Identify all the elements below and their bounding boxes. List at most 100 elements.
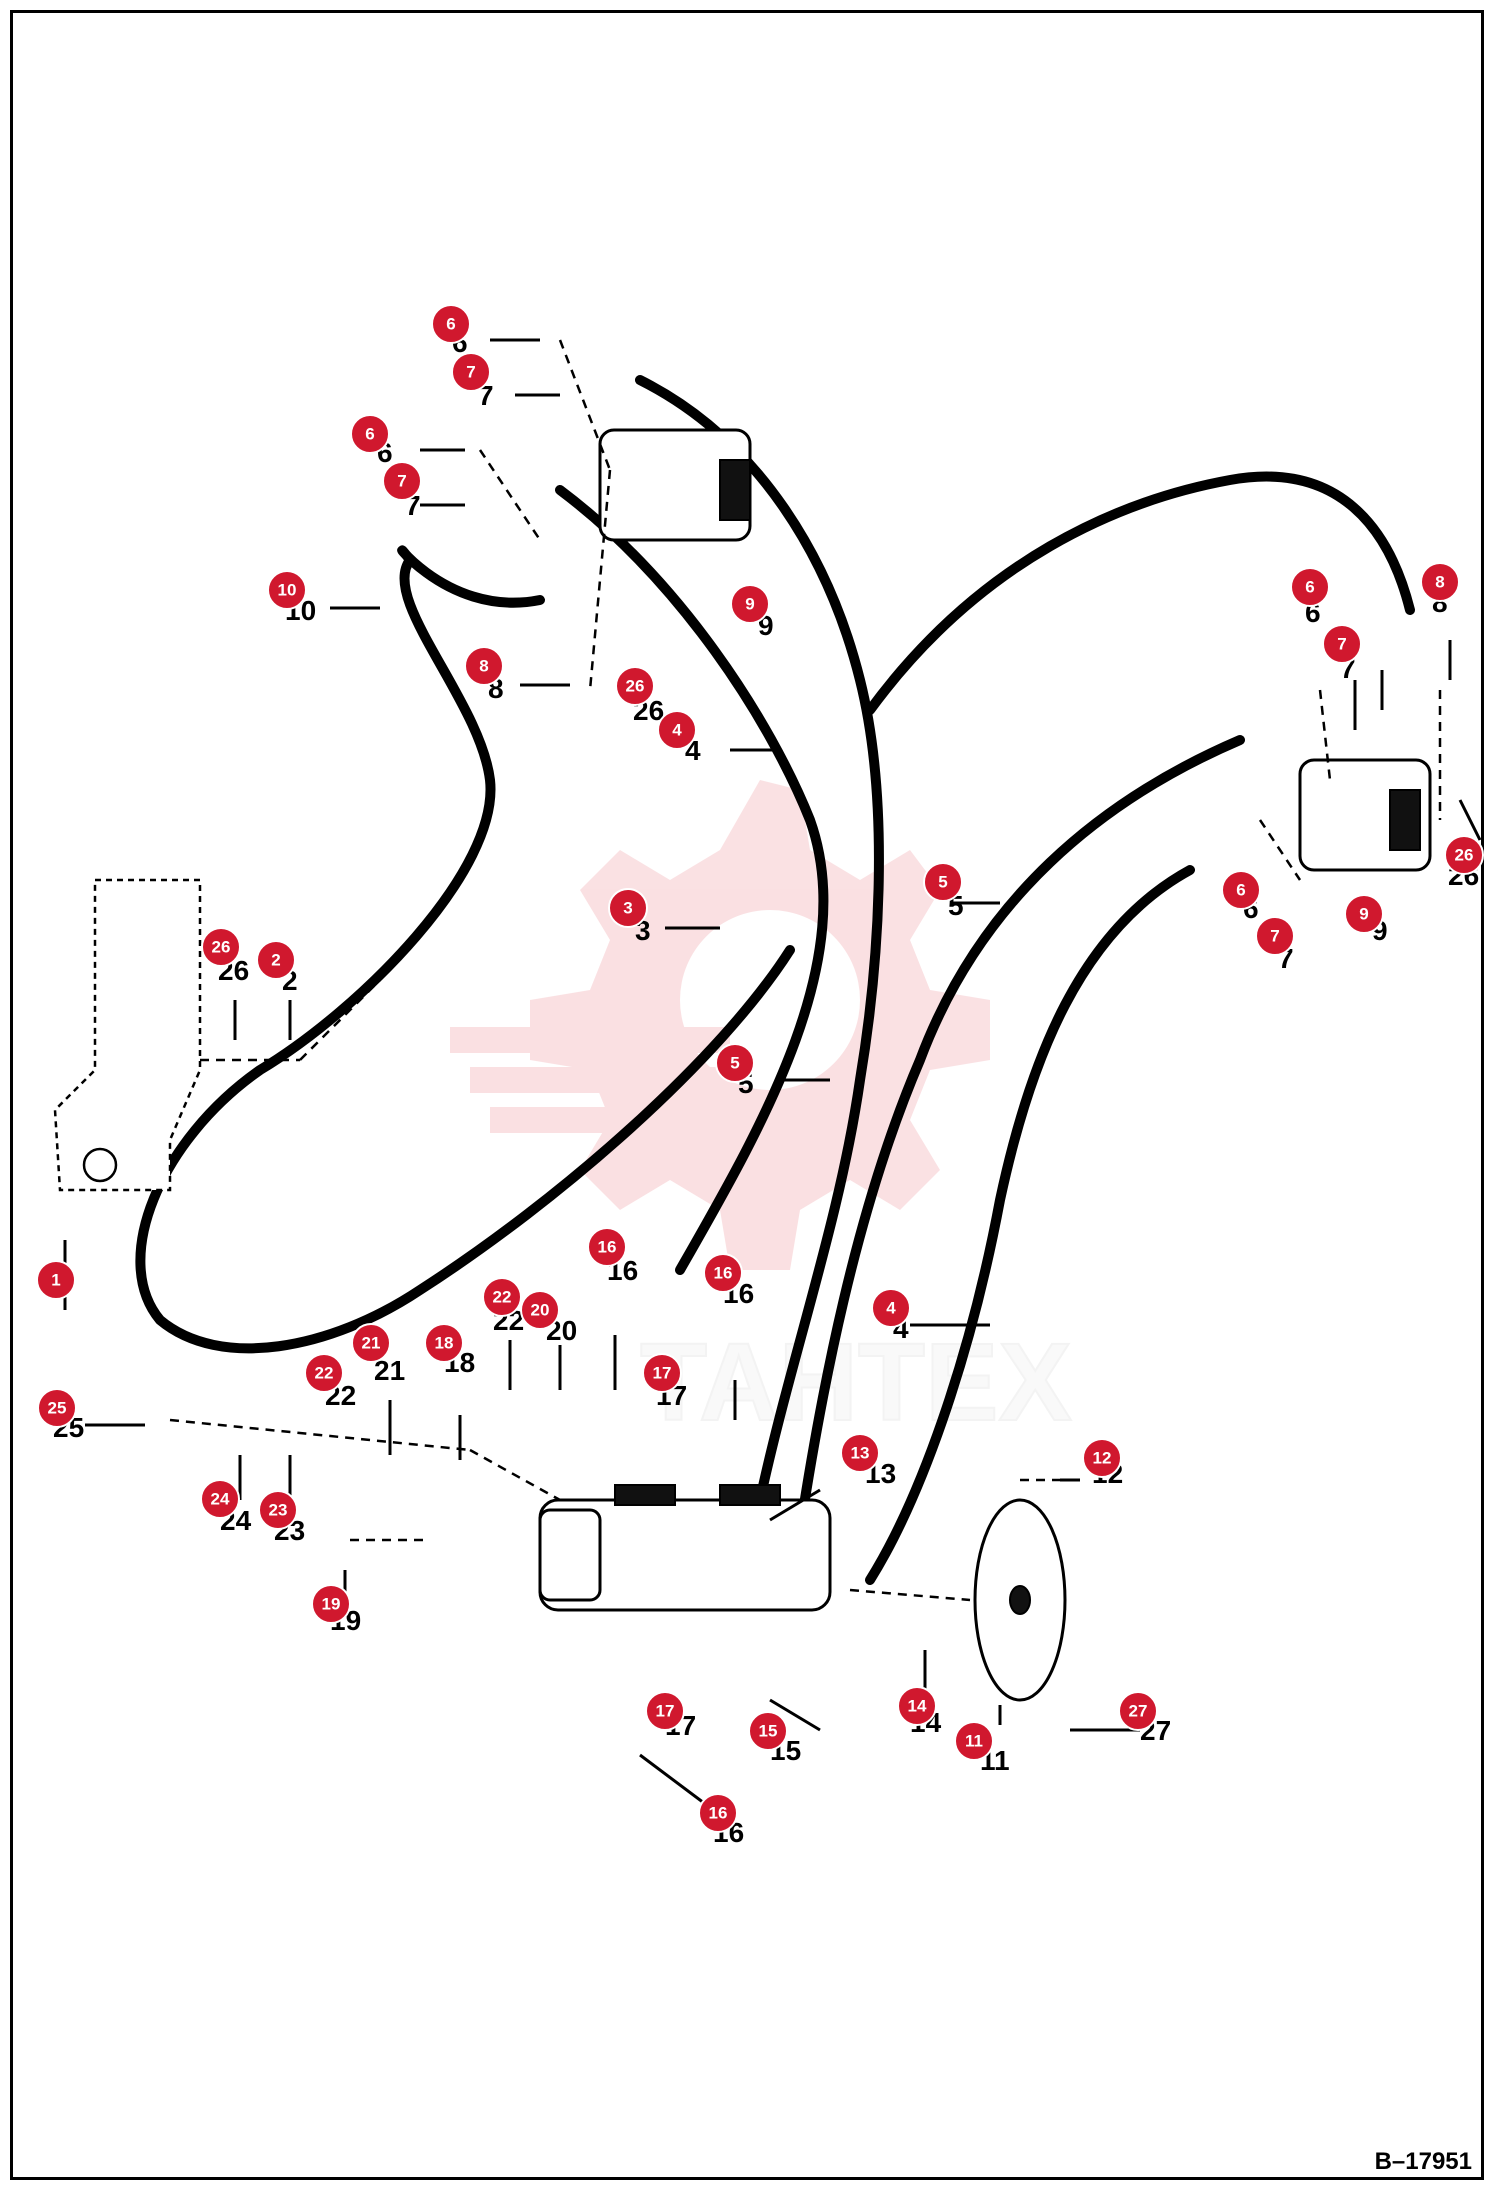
svg-text:8: 8 — [1435, 573, 1444, 592]
motor-left — [598, 428, 752, 542]
svg-text:26: 26 — [1455, 846, 1474, 865]
svg-text:3: 3 — [623, 899, 632, 918]
svg-text:16: 16 — [714, 1264, 733, 1283]
callout-badge: 6 — [1290, 567, 1330, 607]
callout-badge: 10 — [267, 570, 307, 610]
callout-badge: 17 — [642, 1353, 682, 1393]
svg-text:15: 15 — [759, 1722, 778, 1741]
svg-text:25: 25 — [48, 1399, 67, 1418]
callout-badge: 16 — [587, 1227, 627, 1267]
svg-text:21: 21 — [362, 1334, 381, 1353]
callout-badge: 20 — [520, 1290, 560, 1330]
callout-badge: 8 — [1420, 562, 1460, 602]
callout-badge: 6 — [431, 304, 471, 344]
svg-text:4: 4 — [886, 1299, 896, 1318]
svg-text:14: 14 — [908, 1697, 927, 1716]
callout-badge: 5 — [715, 1043, 755, 1083]
callout-badge: 12 — [1082, 1438, 1122, 1478]
callout-badge: 13 — [840, 1433, 880, 1473]
callout-badges: 6 7 6 7 10 8 26 9 4 3 5 5 26 2 1 6 8 7 2… — [36, 304, 1484, 1833]
hose-4-upper — [555, 485, 829, 1275]
diagram-frame — [10, 10, 1484, 2180]
callout-badge: 4 — [657, 710, 697, 750]
svg-text:5: 5 — [730, 1054, 739, 1073]
callout-badge: 16 — [698, 1793, 738, 1833]
callout-badge: 21 — [351, 1323, 391, 1363]
svg-text:19: 19 — [322, 1595, 341, 1614]
callout-badge: 7 — [382, 461, 422, 501]
connection-lines — [169, 339, 1442, 1602]
callout-badge: 18 — [424, 1323, 464, 1363]
svg-text:16: 16 — [598, 1238, 617, 1257]
pump-assembly — [538, 1484, 832, 1612]
callout-badge: 14 — [897, 1686, 937, 1726]
callout-badge: 8 — [464, 646, 504, 686]
callout-badge: 26 — [201, 927, 241, 967]
svg-text:10: 10 — [278, 581, 297, 600]
svg-text:6: 6 — [365, 425, 374, 444]
svg-text:7: 7 — [1270, 927, 1279, 946]
callout-badge: 22 — [304, 1353, 344, 1393]
svg-text:4: 4 — [672, 721, 682, 740]
svg-text:22: 22 — [493, 1288, 512, 1307]
callout-badge: 9 — [1344, 894, 1384, 934]
svg-text:9: 9 — [745, 595, 754, 614]
callout-badge: 16 — [703, 1253, 743, 1293]
svg-text:16: 16 — [709, 1804, 728, 1823]
svg-text:1: 1 — [51, 1271, 60, 1290]
hose-10 — [135, 545, 795, 1354]
callout-badge: 9 — [730, 584, 770, 624]
callout-badge: 6 — [1221, 870, 1261, 910]
svg-text:6: 6 — [446, 315, 455, 334]
svg-text:5: 5 — [938, 873, 947, 892]
hose-5-right — [865, 471, 1415, 715]
callout-badge: 1 — [36, 1260, 76, 1300]
svg-text:2: 2 — [271, 951, 280, 970]
svg-text:24: 24 — [211, 1490, 230, 1509]
callout-badge: 26 — [1444, 835, 1484, 875]
svg-text:26: 26 — [626, 677, 645, 696]
callout-badge: 4 — [871, 1288, 911, 1328]
svg-text:12: 12 — [1093, 1449, 1112, 1468]
callout-badge: 5 — [923, 862, 963, 902]
callout-badge: 7 — [451, 352, 491, 392]
svg-text:11: 11 — [965, 1732, 983, 1751]
callout-badge: 2 — [256, 940, 296, 980]
motor-right — [1298, 758, 1432, 872]
svg-text:17: 17 — [653, 1364, 672, 1383]
svg-text:20: 20 — [531, 1301, 550, 1320]
callout-badge: 23 — [258, 1490, 298, 1530]
svg-text:7: 7 — [397, 472, 406, 491]
callout-badge: 7 — [1322, 624, 1362, 664]
svg-text:13: 13 — [851, 1444, 870, 1463]
svg-text:6: 6 — [1305, 578, 1314, 597]
callout-badge: 26 — [615, 666, 655, 706]
svg-text:9: 9 — [1359, 905, 1368, 924]
callout-badge: 24 — [200, 1479, 240, 1519]
callout-badge: 15 — [748, 1711, 788, 1751]
hose-4-lower — [635, 375, 884, 1505]
svg-text:27: 27 — [1129, 1702, 1148, 1721]
watermark-text: TAHTEX — [640, 1321, 1072, 1444]
svg-text:23: 23 — [269, 1501, 288, 1520]
svg-text:26: 26 — [212, 938, 231, 957]
svg-text:7: 7 — [466, 363, 475, 382]
pulley — [973, 1498, 1067, 1702]
callout-badge: 19 — [311, 1584, 351, 1624]
callout-badge: 3 — [608, 888, 648, 928]
svg-text:7: 7 — [1337, 635, 1346, 654]
callout-badge: 27 — [1118, 1691, 1158, 1731]
callout-badge: 25 — [37, 1388, 77, 1428]
svg-text:22: 22 — [315, 1364, 334, 1383]
hose-5-lower — [785, 735, 1245, 1605]
hoses — [135, 375, 1415, 1605]
callout-badge: 6 — [350, 414, 390, 454]
svg-text:6: 6 — [1236, 881, 1245, 900]
mount-bracket — [53, 878, 202, 1192]
svg-text:18: 18 — [435, 1334, 454, 1353]
svg-text:17: 17 — [656, 1702, 675, 1721]
callout-badge: 7 — [1255, 916, 1295, 956]
callout-badge: 22 — [482, 1277, 522, 1317]
hose-3 — [865, 865, 1195, 1585]
